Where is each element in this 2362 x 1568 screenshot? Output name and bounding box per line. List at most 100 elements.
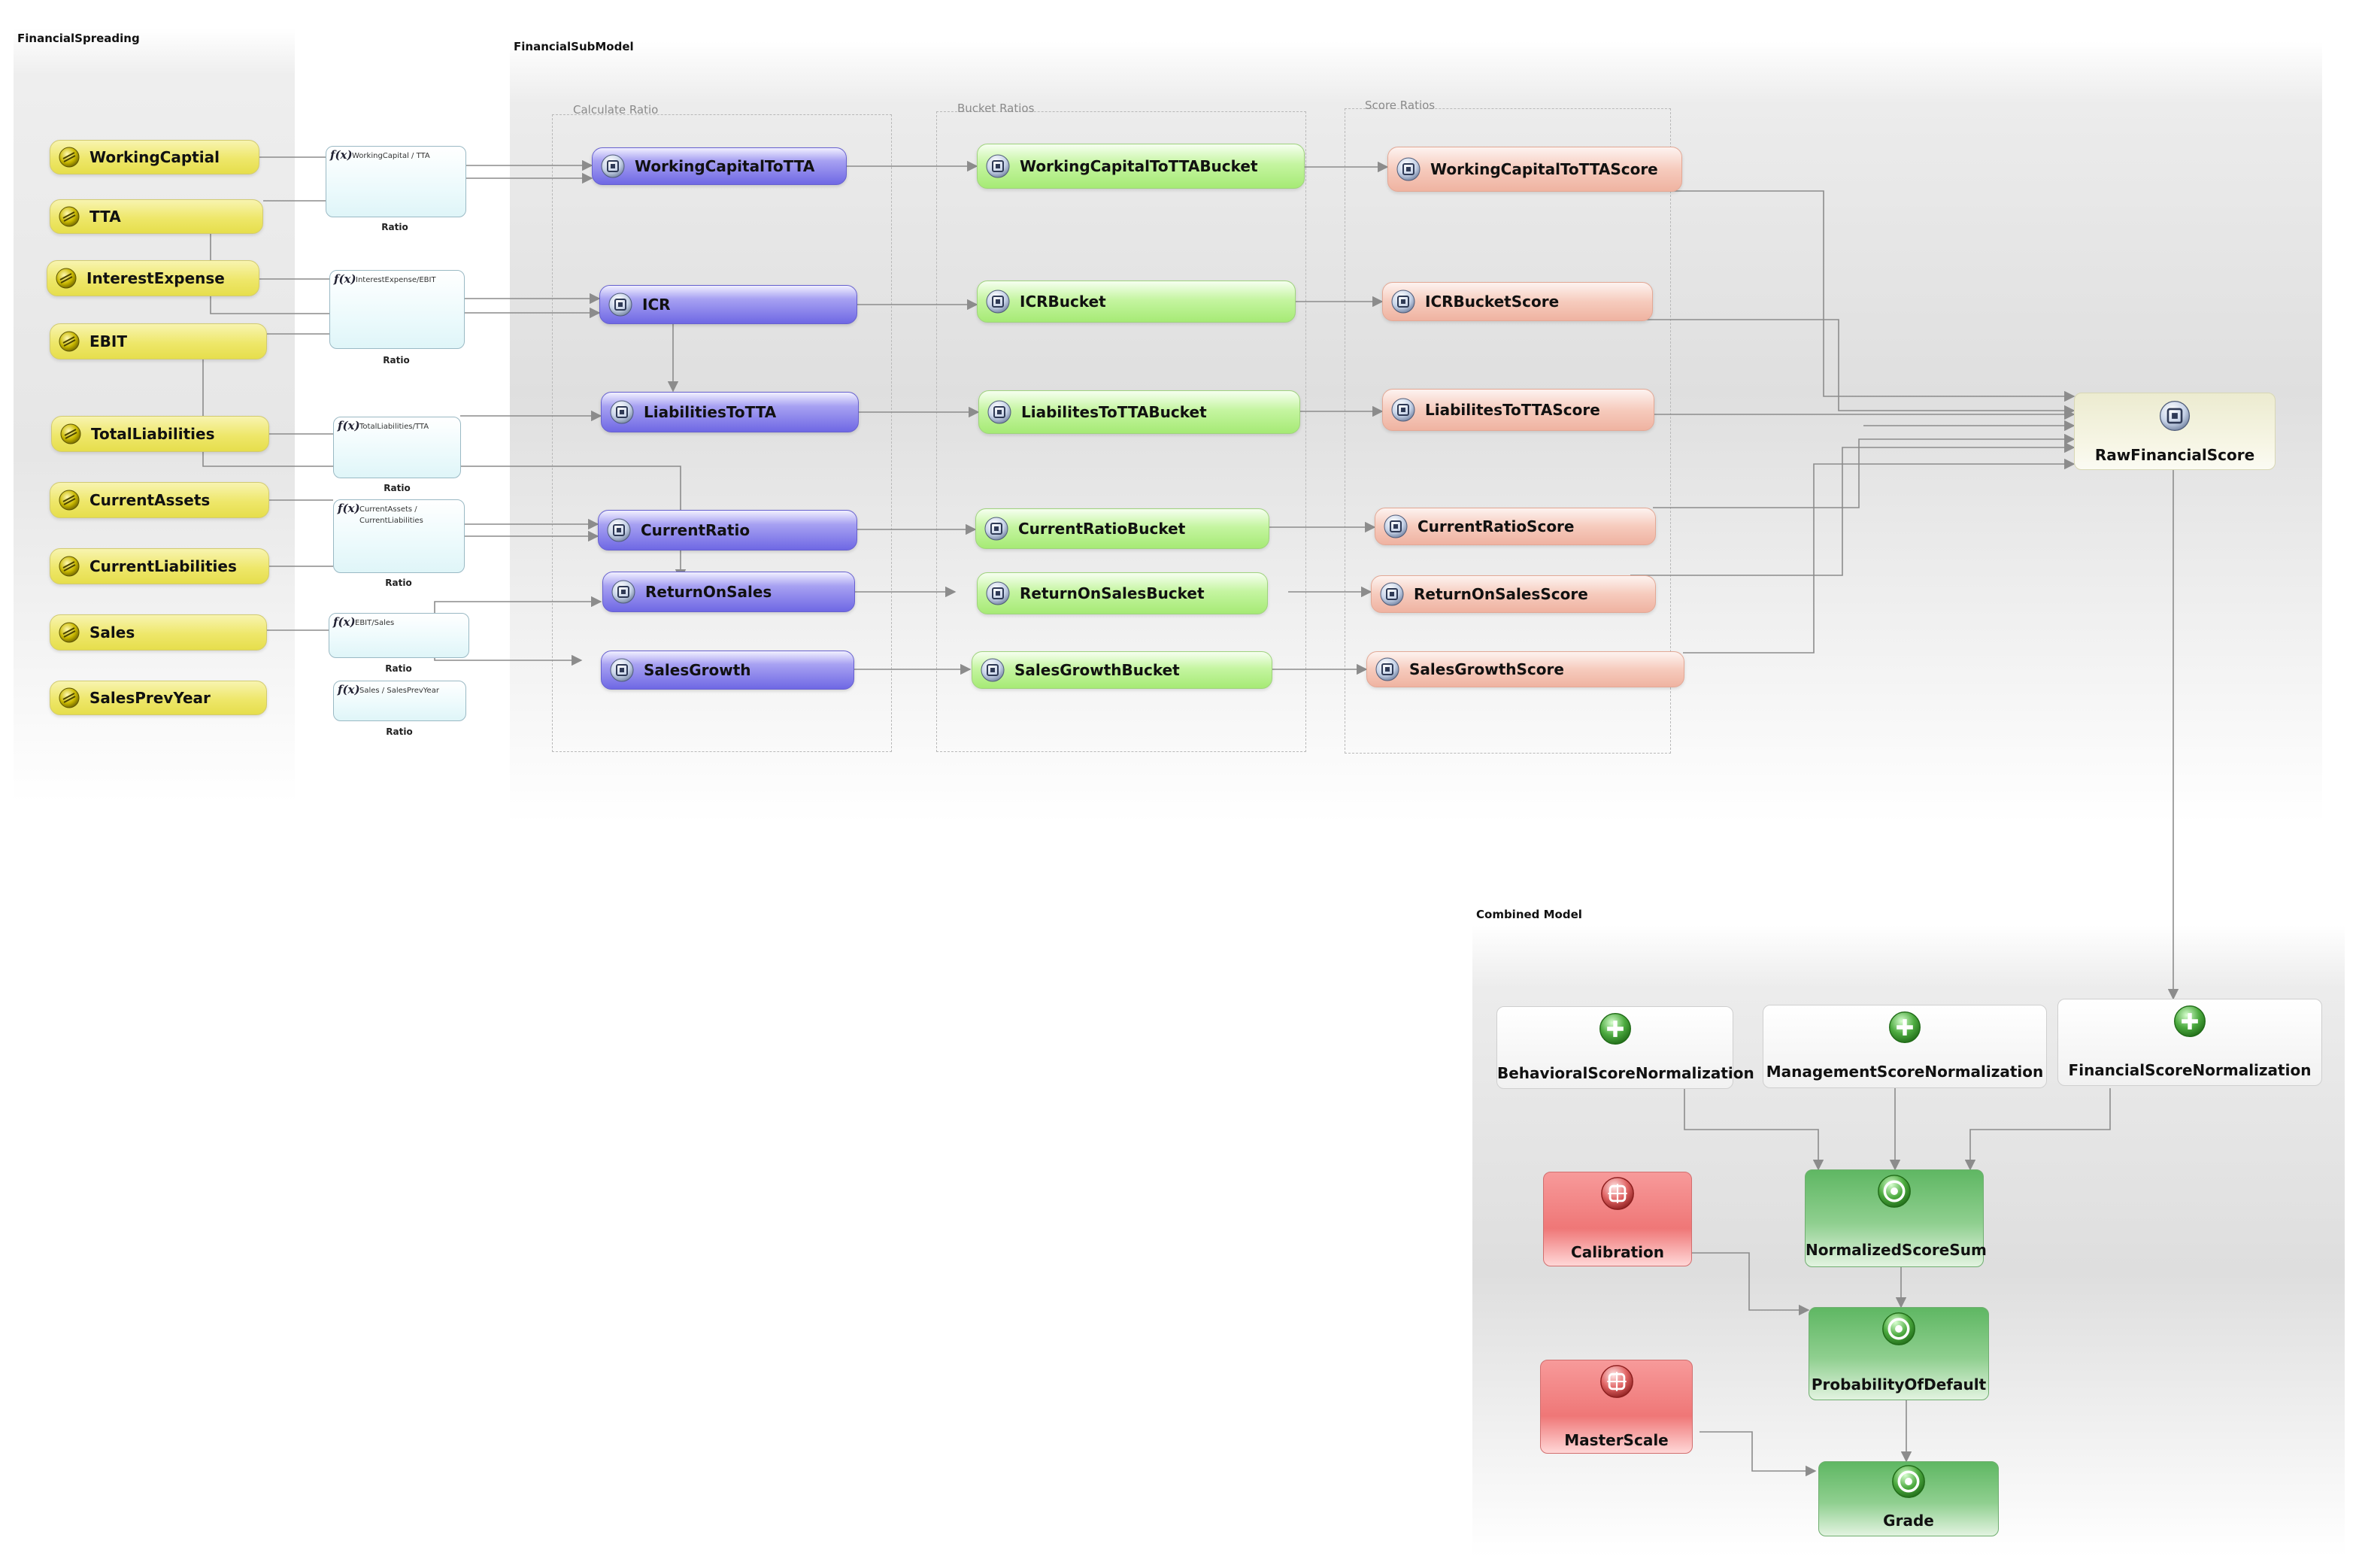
score-working-capital-to-tta[interactable]: WorkingCapitalToTTAScore	[1387, 147, 1682, 192]
input-total-liabilities[interactable]: TotalLiabilities	[51, 416, 269, 452]
coins-icon	[59, 622, 80, 643]
formula-expression: EBIT/Sales	[355, 619, 395, 627]
bucket-icr[interactable]: ICRBucket	[977, 281, 1296, 323]
score-label: ICRBucketScore	[1425, 293, 1560, 311]
square-gear-icon	[984, 517, 1008, 541]
input-ebit[interactable]: EBIT	[50, 323, 267, 359]
square-gear-icon	[610, 400, 634, 424]
calibration-node[interactable]: Calibration	[1543, 1172, 1692, 1266]
behavioral-score-normalization-node[interactable]: BehavioralScoreNormalization	[1496, 1006, 1754, 1089]
score-label: WorkingCapitalToTTAScore	[1430, 160, 1658, 178]
score-return-on-sales[interactable]: ReturnOnSalesScore	[1371, 575, 1656, 613]
input-current-liabilities[interactable]: CurrentLiabilities	[50, 548, 269, 584]
fx-icon: f(x)	[338, 419, 360, 432]
bucket-label: LiabilitesToTTABucket	[1021, 403, 1207, 421]
normalization-label: BehavioralScoreNormalization	[1497, 1064, 1754, 1082]
input-working-captial[interactable]: WorkingCaptial	[50, 140, 259, 174]
formula-caption: Ratio	[386, 726, 413, 737]
formula-expression: WorkingCapital / TTA	[352, 152, 430, 160]
square-gear-icon	[1396, 157, 1421, 181]
score-ratios-group	[1345, 108, 1671, 754]
square-gear-icon	[986, 290, 1010, 314]
formula-caption: Ratio	[384, 483, 411, 493]
coins-icon	[59, 490, 80, 511]
bucket-ratios-group	[936, 111, 1306, 752]
master-scale-node[interactable]: MasterScale	[1540, 1360, 1693, 1454]
input-tta[interactable]: TTA	[50, 199, 263, 234]
financial-submodel-title: FinancialSubModel	[514, 40, 634, 53]
square-gear-icon	[987, 400, 1011, 424]
calculate-ratio-group	[552, 114, 892, 752]
formula-wc-tta[interactable]: f(x) WorkingCapital / TTA	[326, 146, 466, 217]
bucket-label: ICRBucket	[1020, 293, 1106, 311]
formula-ca-cl[interactable]: f(x) CurrentAssets / CurrentLiabilities	[333, 499, 465, 573]
bucket-label: SalesGrowthBucket	[1014, 661, 1180, 679]
formula-expression: TotalLiabilities/TTA	[359, 423, 429, 431]
score-sales-growth[interactable]: SalesGrowthScore	[1366, 651, 1684, 687]
input-interest-expense[interactable]: InterestExpense	[47, 260, 259, 296]
raw-financial-score-node[interactable]: RawFinancialScore	[2074, 393, 2276, 470]
target-icon	[1882, 1312, 1915, 1345]
score-label: LiabilitesToTTAScore	[1425, 401, 1600, 419]
target-icon	[1892, 1465, 1925, 1498]
input-current-assets[interactable]: CurrentAssets	[50, 482, 269, 518]
square-gear-icon	[1384, 514, 1408, 538]
formula-ie-ebit[interactable]: f(x) InterestExpense/EBIT	[329, 270, 465, 349]
input-sales[interactable]: Sales	[50, 614, 267, 651]
square-gear-icon	[1380, 582, 1404, 606]
calc-liabilities-to-tta[interactable]: LiabilitiesToTTA	[601, 392, 859, 432]
formula-tl-tta[interactable]: f(x) TotalLiabilities/TTA	[333, 417, 461, 478]
management-score-normalization-node[interactable]: ManagementScoreNormalization	[1763, 1005, 2047, 1088]
calc-label: LiabilitiesToTTA	[644, 403, 777, 421]
fx-icon: f(x)	[338, 502, 360, 515]
probability-of-default-node[interactable]: ProbabilityOfDefault	[1809, 1307, 1989, 1400]
bucket-working-capital-to-tta[interactable]: WorkingCapitalToTTABucket	[977, 144, 1305, 189]
bucket-liabilites-to-tta[interactable]: LiabilitesToTTABucket	[978, 390, 1300, 434]
score-icr-bucket[interactable]: ICRBucketScore	[1382, 282, 1653, 321]
normalization-label: FinancialScoreNormalization	[2068, 1061, 2312, 1079]
grid-target-icon	[1599, 1365, 1633, 1398]
score-current-ratio[interactable]: CurrentRatioScore	[1375, 508, 1656, 545]
score-liabilites-to-tta[interactable]: LiabilitesToTTAScore	[1382, 389, 1654, 431]
input-label: TotalLiabilities	[91, 425, 215, 443]
calc-label: SalesGrowth	[644, 661, 751, 679]
formula-ebit-sales[interactable]: f(x) EBIT/Sales	[329, 613, 469, 658]
formula-sales-prev[interactable]: f(x) Sales / SalesPrevYear	[333, 681, 466, 721]
square-gear-icon	[601, 154, 625, 178]
formula-caption: Ratio	[381, 222, 408, 232]
grade-node[interactable]: Grade	[1818, 1461, 1999, 1536]
bucket-ratios-title: Bucket Ratios	[957, 102, 1035, 115]
calc-return-on-sales[interactable]: ReturnOnSales	[602, 572, 855, 612]
calc-working-capital-to-tta[interactable]: WorkingCapitalToTTA	[592, 147, 847, 185]
score-ratios-title: Score Ratios	[1365, 99, 1436, 112]
square-gear-icon	[610, 658, 634, 682]
bucket-label: WorkingCapitalToTTABucket	[1020, 157, 1258, 175]
grade-label: Grade	[1883, 1512, 1934, 1530]
calc-sales-growth[interactable]: SalesGrowth	[601, 651, 854, 690]
calc-label: WorkingCapitalToTTA	[635, 157, 815, 175]
calc-current-ratio[interactable]: CurrentRatio	[598, 510, 857, 550]
coins-icon	[60, 423, 81, 444]
calc-label: ICR	[642, 296, 671, 314]
bucket-sales-growth[interactable]: SalesGrowthBucket	[972, 651, 1272, 689]
bucket-label: ReturnOnSalesBucket	[1020, 584, 1205, 602]
formula-caption: Ratio	[385, 578, 412, 588]
normalized-score-sum-node[interactable]: NormalizedScoreSum	[1805, 1169, 1987, 1267]
input-label: TTA	[89, 208, 121, 226]
square-gear-icon	[607, 518, 631, 542]
bucket-current-ratio[interactable]: CurrentRatioBucket	[975, 508, 1269, 549]
calc-icr[interactable]: ICR	[599, 285, 857, 324]
formula-expression: Sales / SalesPrevYear	[359, 687, 439, 695]
bucket-return-on-sales[interactable]: ReturnOnSalesBucket	[977, 572, 1268, 614]
square-gear-icon	[986, 154, 1010, 178]
fx-icon: f(x)	[338, 683, 360, 696]
input-sales-prev-year[interactable]: SalesPrevYear	[50, 681, 267, 715]
formula-expression: CurrentAssets / CurrentLiabilities	[359, 505, 423, 525]
formula-expression: InterestExpense/EBIT	[356, 276, 436, 284]
plus-circle-icon	[2174, 1005, 2206, 1037]
input-label: SalesPrevYear	[89, 689, 211, 707]
plus-circle-icon	[1599, 1013, 1631, 1045]
financial-score-normalization-node[interactable]: FinancialScoreNormalization	[2057, 999, 2322, 1086]
calc-label: ReturnOnSales	[645, 583, 772, 601]
raw-financial-score-label: RawFinancialScore	[2094, 446, 2255, 464]
